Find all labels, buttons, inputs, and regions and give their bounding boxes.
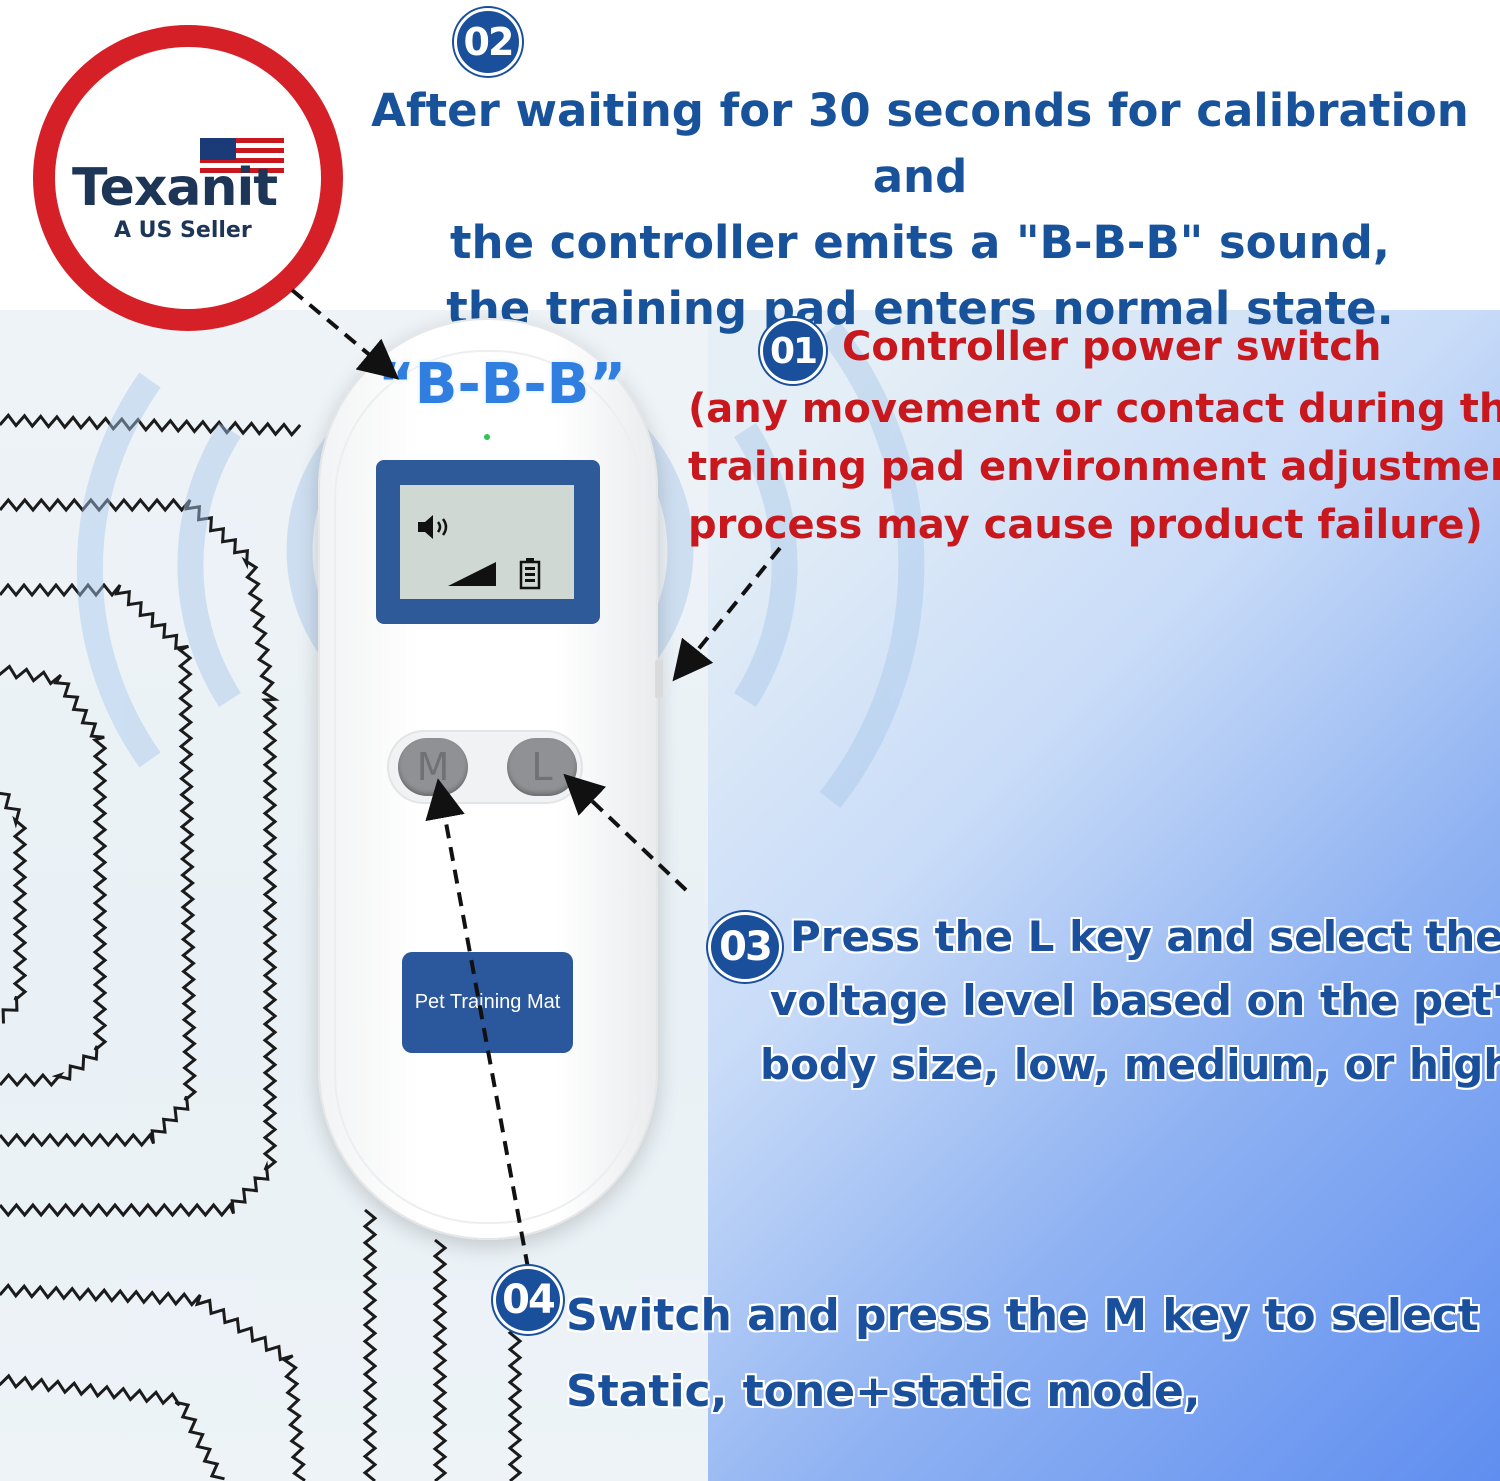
status-led	[484, 434, 490, 440]
step2-line: the training pad enters normal state.	[446, 282, 1394, 335]
step2-text: After waiting for 30 seconds for calibra…	[355, 78, 1485, 342]
wire-decor	[362, 1208, 378, 1481]
controller-bezel	[334, 350, 643, 1224]
signal-bars-icon	[448, 562, 496, 586]
logo-brand: Texanit	[72, 158, 278, 218]
step2-line: After waiting for 30 seconds for calibra…	[371, 84, 1469, 203]
wire-decor	[0, 791, 28, 1024]
wire-decor	[0, 1283, 306, 1481]
battery-icon	[519, 558, 541, 590]
step1-text: (any movement or contact during the trai…	[688, 380, 1500, 554]
us-flag-icon	[200, 138, 284, 178]
step4-line: Switch and press the M key to select	[566, 1290, 1479, 1341]
wire-decor	[0, 412, 302, 438]
arrow-to-sound-label	[290, 288, 400, 380]
wire-decor	[0, 582, 198, 1148]
arrow-to-m-key	[425, 778, 530, 1269]
device-label-plate: Pet Training Mat	[402, 952, 573, 1053]
logo-tagline: A US Seller	[114, 218, 252, 243]
speaker-icon	[418, 515, 448, 539]
sound-label: “B-B-B”	[378, 352, 627, 417]
step-number-badge: 01	[760, 318, 826, 384]
step-number-badge: 03	[708, 912, 782, 982]
step4-line: Static, tone+static mode,	[566, 1366, 1201, 1417]
step1-line: (any movement or contact during the	[688, 386, 1500, 432]
power-switch[interactable]	[655, 660, 663, 698]
wire-decor	[0, 1373, 225, 1481]
step3-line: body size, low, medium, or high.	[760, 1040, 1500, 1089]
step1-line: training pad environment adjustment	[688, 444, 1500, 490]
step-number-badge: 02	[454, 8, 522, 76]
step3-line: voltage level based on the pet's	[770, 976, 1500, 1025]
arrow-to-l-key	[563, 773, 688, 892]
step-number-badge: 04	[493, 1266, 563, 1334]
wire-decor	[0, 664, 108, 1088]
step1-title: Controller power switch	[842, 324, 1382, 370]
device-label-text: Pet Training Mat	[414, 991, 561, 1013]
step2-line: the controller emits a "B-B-B" sound,	[450, 216, 1390, 269]
wire-decor	[432, 1238, 448, 1481]
arrow-to-power-switch	[672, 546, 782, 682]
step3-line: Press the L key and select the	[790, 912, 1500, 961]
step1-line: process may cause product failure)	[688, 502, 1483, 548]
wire-decor	[0, 497, 280, 1218]
